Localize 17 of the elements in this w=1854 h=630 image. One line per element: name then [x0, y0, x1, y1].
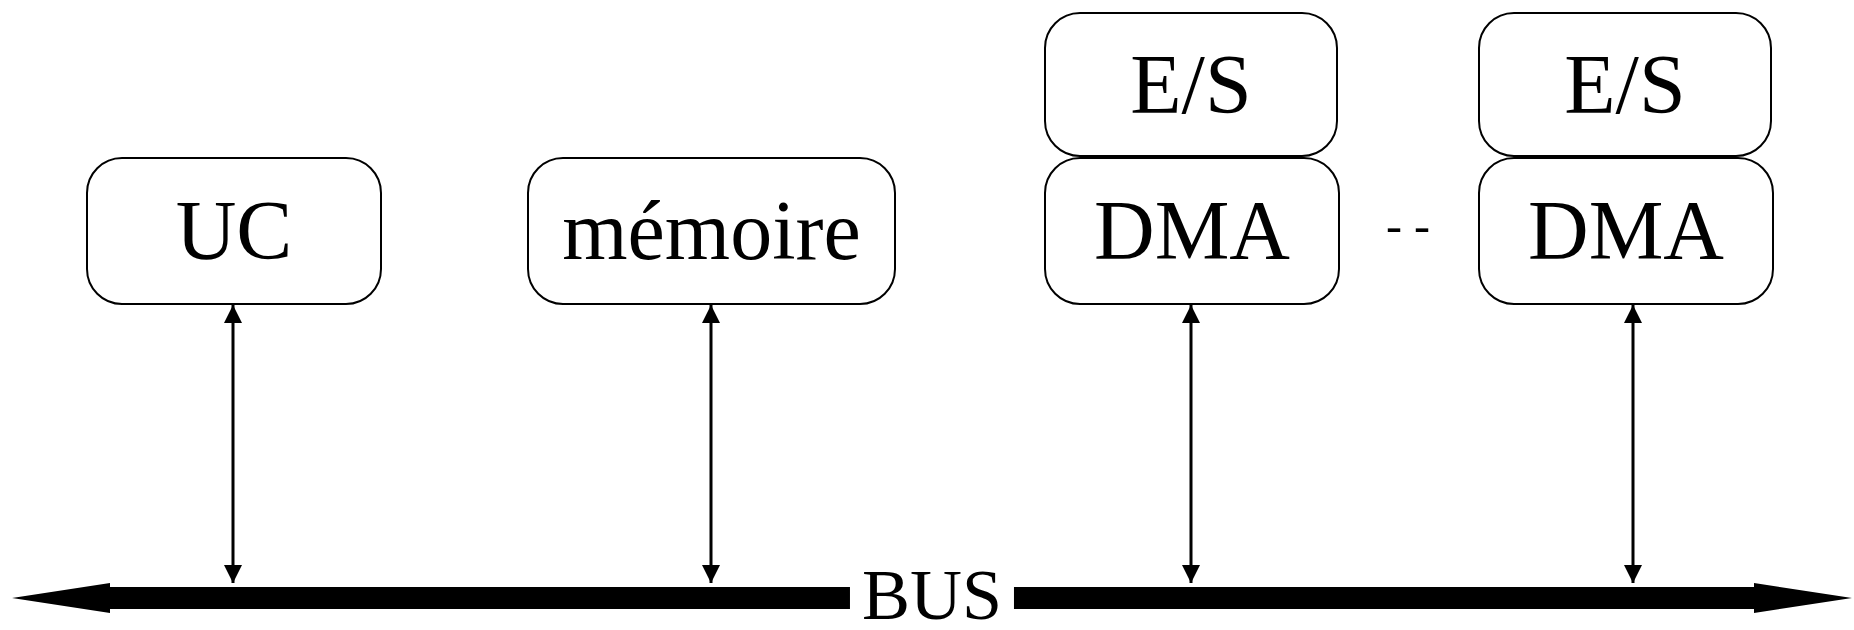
- box-label: mémoire: [562, 186, 861, 276]
- rounded-box: [527, 157, 896, 305]
- box-label: E/S: [1564, 39, 1686, 130]
- rounded-box: [1478, 12, 1772, 157]
- rounded-box: [1044, 157, 1340, 305]
- box-label: DMA: [1094, 186, 1290, 276]
- ellipsis-label: - -: [1385, 198, 1431, 254]
- double-arrow: [224, 305, 242, 583]
- rounded-box: [86, 157, 382, 305]
- rounded-box: [1044, 12, 1338, 157]
- rounded-box: [1478, 157, 1774, 305]
- box-label: E/S: [1130, 39, 1252, 130]
- double-arrow: [1182, 305, 1200, 583]
- box-label: UC: [175, 186, 293, 276]
- double-arrow: [702, 305, 720, 583]
- double-arrow: [1624, 305, 1642, 583]
- box-label: DMA: [1528, 186, 1724, 276]
